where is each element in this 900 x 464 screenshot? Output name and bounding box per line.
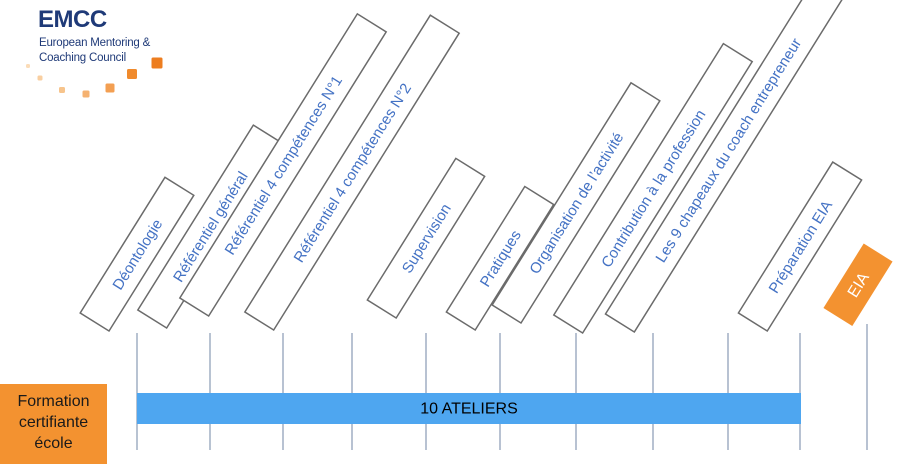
logo-dots-icon bbox=[26, 57, 163, 98]
step-8-box bbox=[552, 42, 754, 335]
logo-subtitle-line2: Coaching Council bbox=[39, 52, 126, 64]
logo-dot bbox=[37, 75, 43, 81]
logo-subtitle-line1: European Mentoring & bbox=[39, 37, 151, 49]
formation-certifiante-box: Formation certifiante école bbox=[0, 384, 107, 464]
logo-dot bbox=[59, 87, 65, 93]
step-6-box bbox=[445, 185, 555, 332]
emcc-logo: EMCC European Mentoring & Coaching Counc… bbox=[0, 0, 200, 110]
step-7-box bbox=[491, 81, 661, 325]
step-5-box bbox=[366, 157, 486, 320]
step-3-box bbox=[178, 12, 388, 318]
timeline-connectors bbox=[136, 324, 868, 450]
step-10-box bbox=[737, 160, 863, 333]
logo-dot bbox=[26, 64, 30, 68]
step-4-box bbox=[243, 14, 461, 332]
logo-title: EMCC bbox=[38, 6, 107, 33]
step-eia: EIA bbox=[823, 243, 893, 326]
logo-dot bbox=[105, 83, 115, 93]
logo-dot bbox=[151, 57, 163, 69]
step-1-box bbox=[79, 176, 195, 333]
ateliers-bar-label: 10 ATELIERS bbox=[420, 401, 518, 418]
step-5: Supervision bbox=[366, 157, 486, 320]
step-9-box bbox=[604, 0, 852, 334]
step-eia-box bbox=[823, 243, 893, 326]
logo-dot bbox=[82, 90, 90, 98]
logo-dot bbox=[127, 69, 137, 79]
ateliers-bar bbox=[137, 393, 801, 424]
